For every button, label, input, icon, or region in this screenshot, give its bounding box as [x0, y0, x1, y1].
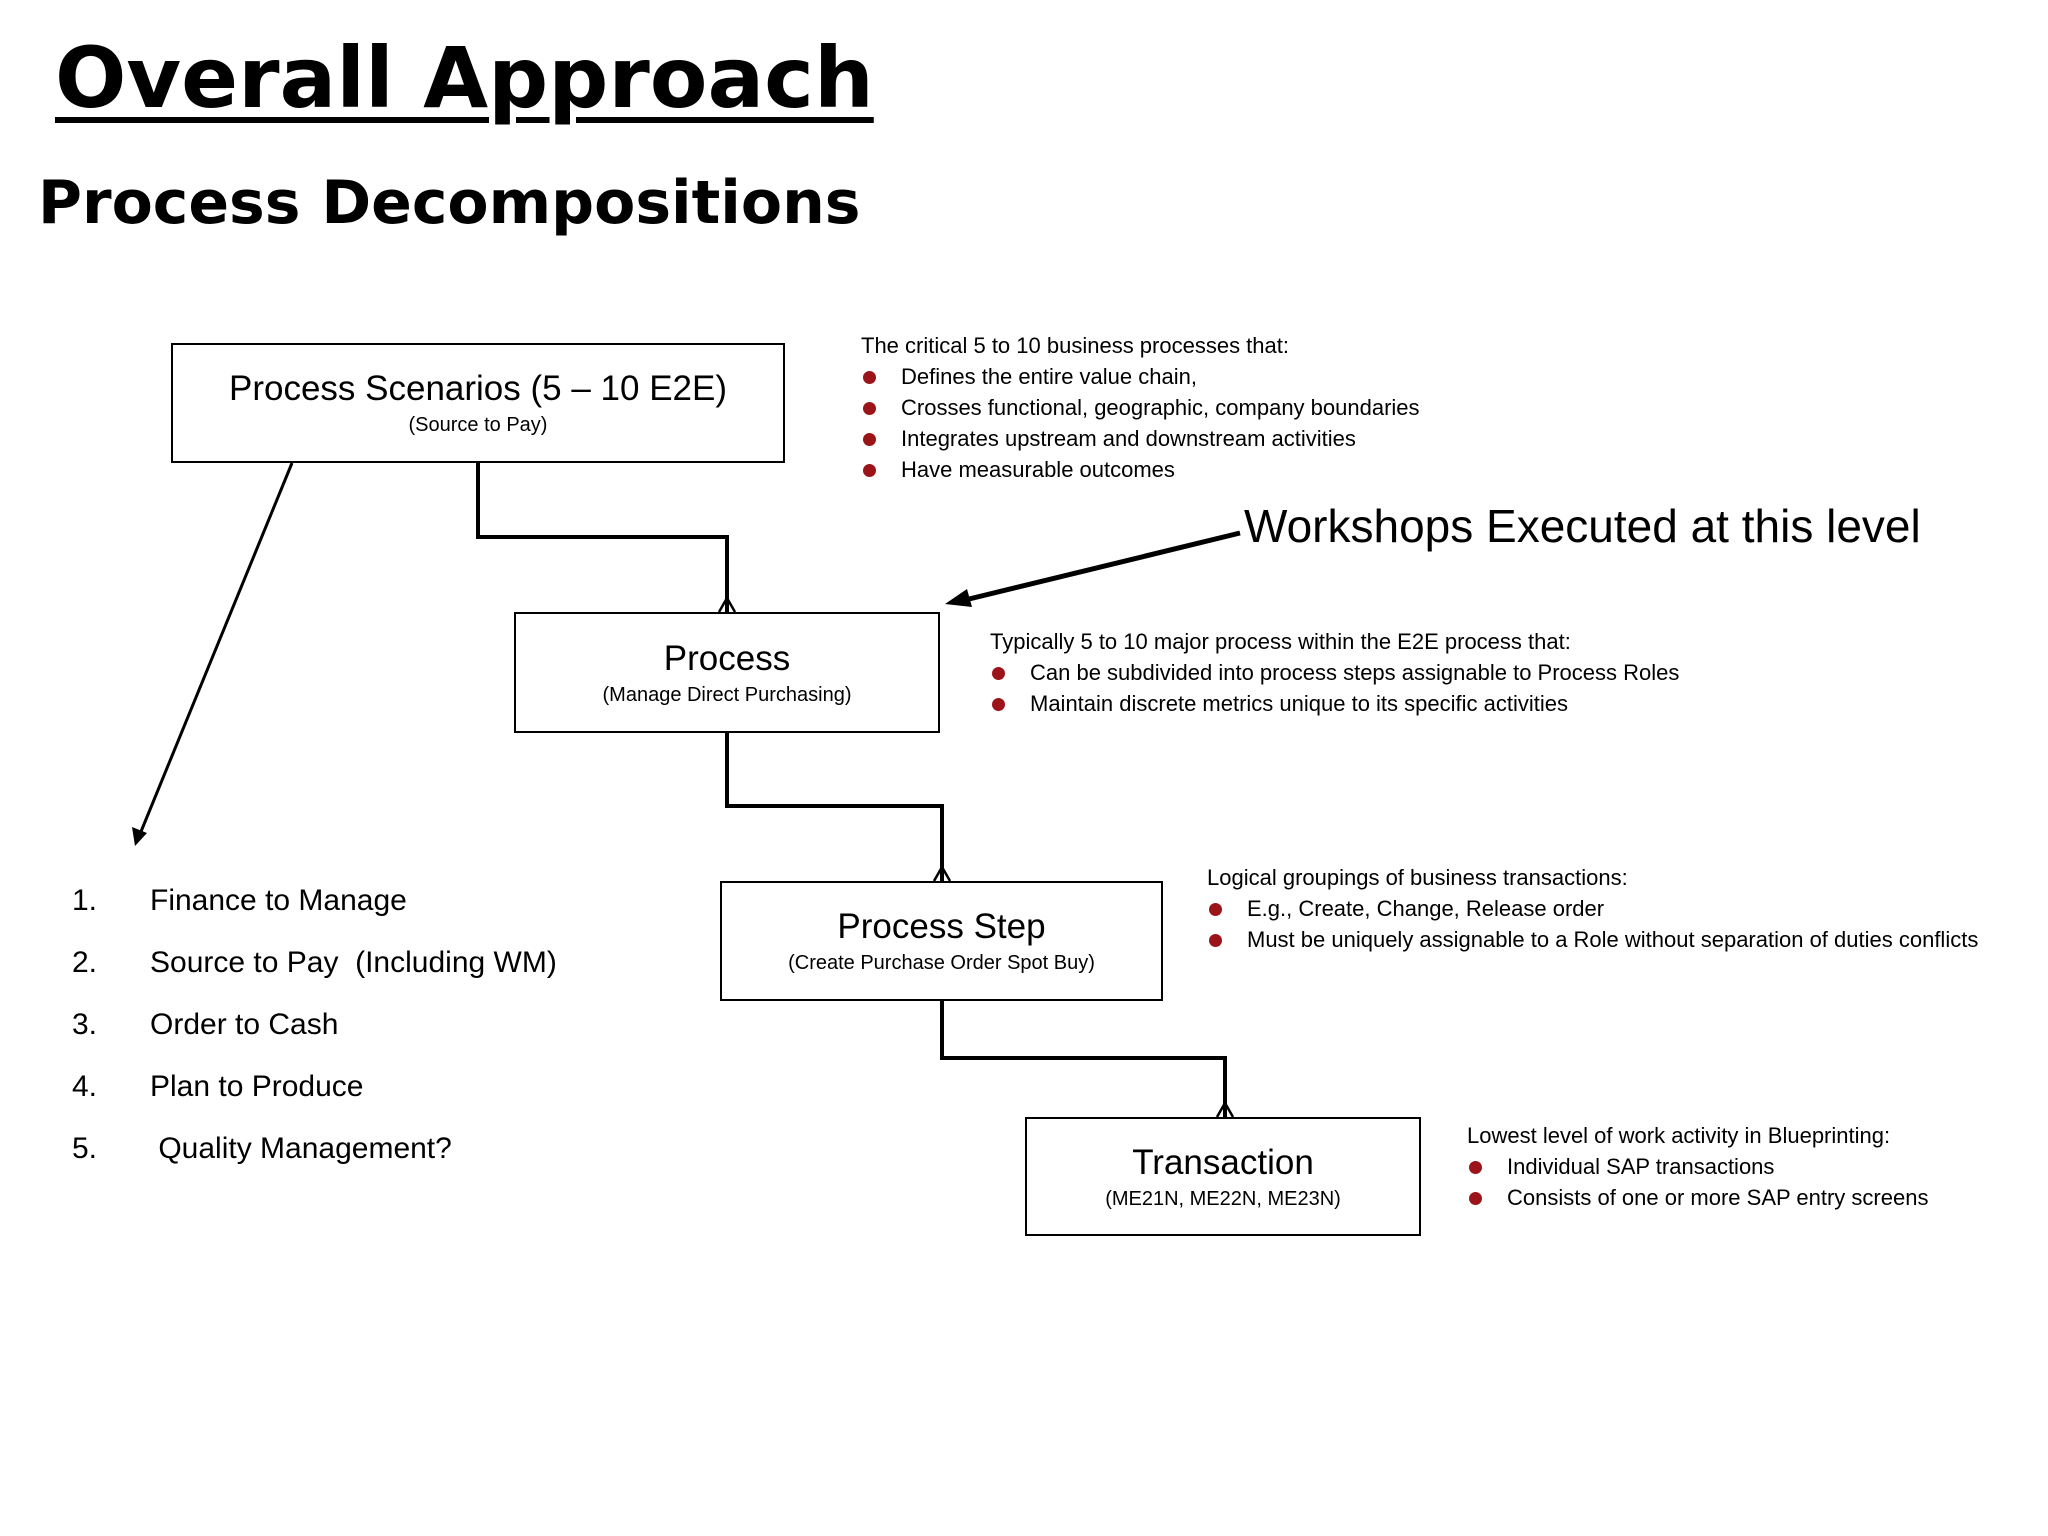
description-bullet: Must be uniquely assignable to a Role wi… — [1207, 924, 1978, 955]
description-bullet: Integrates upstream and downstream activ… — [861, 423, 1420, 454]
connector-process-to-step — [725, 733, 944, 881]
connector-step-to-transaction — [940, 1001, 1227, 1117]
bullet-icon — [863, 402, 876, 415]
crowfoot-process — [717, 595, 737, 613]
description-bullet: Defines the entire value chain, — [861, 361, 1420, 392]
box-subtitle: (ME21N, ME22N, ME23N) — [1105, 1187, 1341, 1210]
page-subtitle: Process Decompositions — [38, 168, 861, 238]
description-intro: Logical groupings of business transactio… — [1207, 865, 1628, 890]
workshop-arrow-line — [964, 530, 1241, 603]
description-bullet: Can be subdivided into process steps ass… — [990, 657, 1679, 688]
box-subtitle: (Manage Direct Purchasing) — [602, 683, 852, 706]
connector-scenario-to-process — [476, 463, 729, 612]
description-bullet: E.g., Create, Change, Release order — [1207, 893, 1978, 924]
box-title: Transaction — [1132, 1142, 1314, 1182]
bullet-icon — [1209, 903, 1222, 916]
scenario-list: 1.Finance to Manage 2.Source to Pay (Inc… — [70, 870, 557, 1180]
description-bullet: Crosses functional, geographic, company … — [861, 392, 1420, 423]
description-intro: The critical 5 to 10 business processes … — [861, 333, 1289, 358]
box-subtitle: (Create Purchase Order Spot Buy) — [788, 952, 1095, 974]
process-scenarios-box: Process Scenarios (5 – 10 E2E) (Source t… — [171, 343, 785, 463]
page-title: Overall Approach — [55, 29, 874, 127]
bullet-icon — [1209, 934, 1222, 947]
box-title: Process — [663, 638, 791, 678]
list-item: 1.Finance to Manage — [72, 884, 407, 917]
arrow-to-scenario-list — [138, 462, 294, 835]
crowfoot-step — [932, 864, 952, 882]
transaction-box: Transaction (ME21N, ME22N, ME23N) — [1025, 1117, 1421, 1236]
list-item: 4.Plan to Produce — [72, 1070, 364, 1103]
process-step-description: Logical groupings of business transactio… — [1207, 862, 1978, 955]
arrowhead-scenario-list — [132, 827, 147, 846]
description-intro: Typically 5 to 10 major process within t… — [990, 629, 1571, 654]
bullet-icon — [1469, 1161, 1482, 1174]
box-title: Process Step — [837, 907, 1046, 946]
description-bullet: Consists of one or more SAP entry screen… — [1467, 1182, 1928, 1213]
process-step-box: Process Step (Create Purchase Order Spot… — [720, 881, 1163, 1001]
transaction-description: Lowest level of work activity in Bluepri… — [1467, 1120, 1928, 1213]
crowfoot-transaction — [1215, 1100, 1235, 1118]
arrowhead-workshop — [945, 589, 972, 607]
list-item: 2.Source to Pay (Including WM) — [72, 946, 557, 979]
description-bullet: Have measurable outcomes — [861, 454, 1420, 485]
list-item: 5. Quality Management? — [72, 1132, 452, 1165]
description-intro: Lowest level of work activity in Bluepri… — [1467, 1123, 1891, 1148]
box-subtitle: (Source to Pay) — [408, 414, 548, 436]
process-description: Typically 5 to 10 major process within t… — [990, 626, 1679, 719]
process-scenarios-description: The critical 5 to 10 business processes … — [861, 330, 1420, 485]
bullet-icon — [1469, 1192, 1482, 1205]
process-box: Process (Manage Direct Purchasing) — [514, 612, 940, 733]
description-bullet: Maintain discrete metrics unique to its … — [990, 688, 1679, 719]
bullet-icon — [863, 464, 876, 477]
bullet-icon — [863, 371, 876, 384]
workshop-callout: Workshops Executed at this level — [1244, 500, 1921, 552]
description-bullet: Individual SAP transactions — [1467, 1151, 1928, 1182]
list-item: 3.Order to Cash — [72, 1008, 339, 1041]
bullet-icon — [992, 698, 1005, 711]
bullet-icon — [863, 433, 876, 446]
box-title: Process Scenarios (5 – 10 E2E) — [228, 369, 727, 408]
bullet-icon — [992, 667, 1005, 680]
